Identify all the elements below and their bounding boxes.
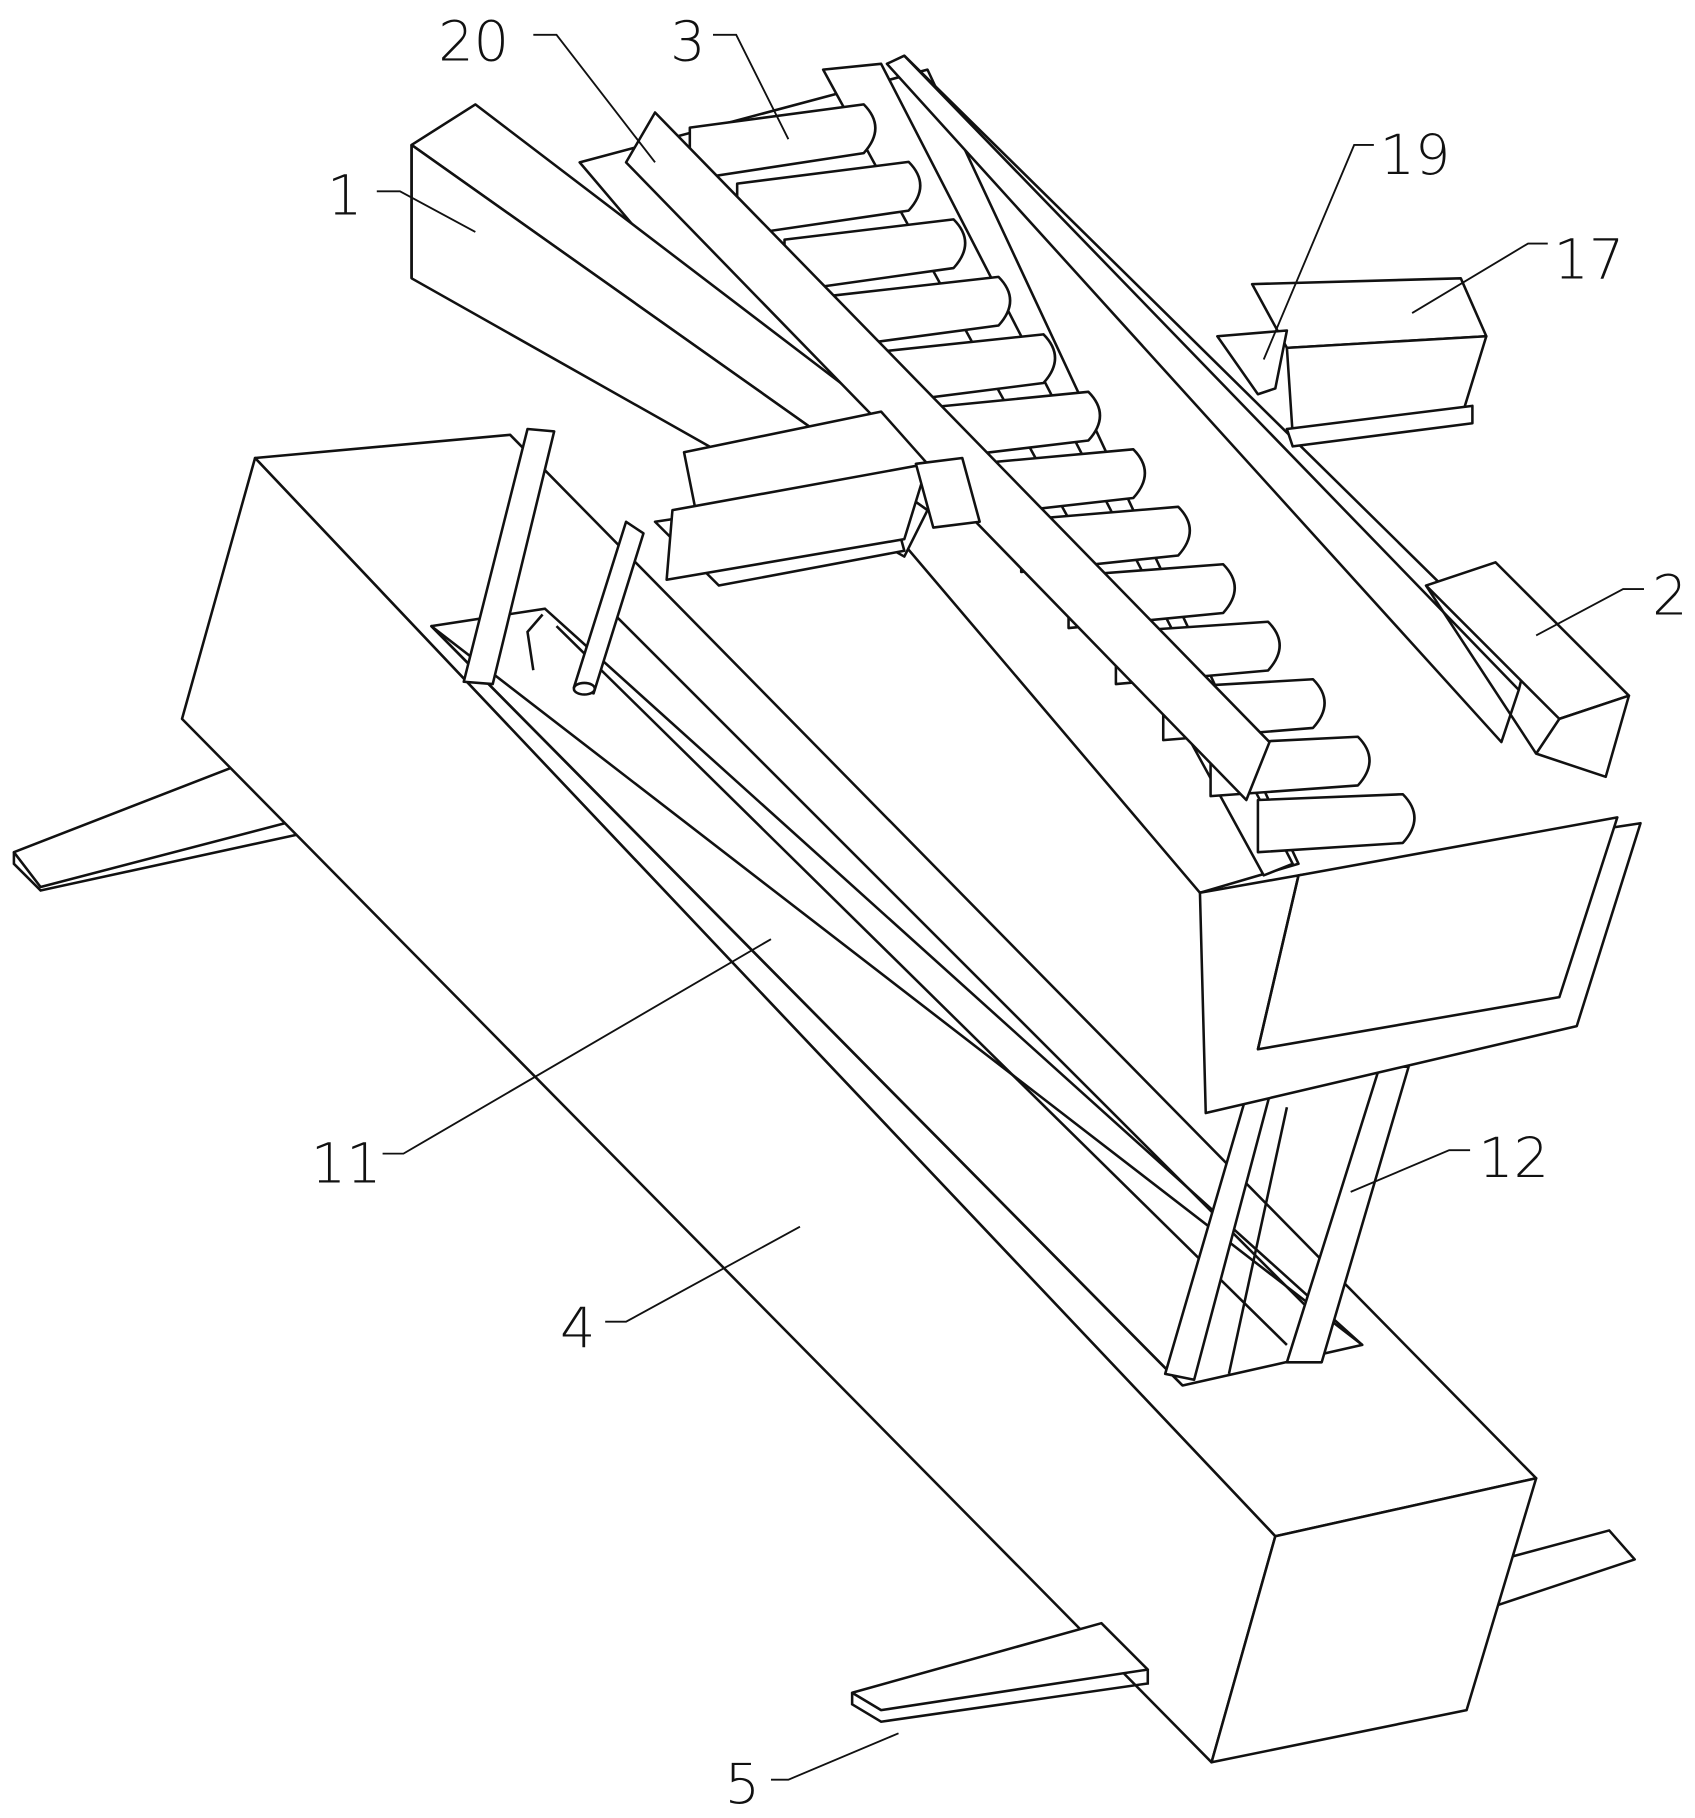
label-12: 12 [1478, 1126, 1549, 1191]
label-2: 2 [1652, 564, 1687, 629]
label-20: 20 [438, 9, 509, 74]
label-1: 1 [327, 164, 362, 229]
base-beam [182, 435, 1536, 1762]
foot-front [852, 1623, 1148, 1722]
label-19: 19 [1380, 123, 1451, 188]
label-5: 5 [725, 1752, 760, 1817]
roller [1258, 794, 1415, 852]
label-11: 11 [311, 1132, 382, 1197]
label-17: 17 [1554, 227, 1625, 292]
label-3: 3 [670, 9, 705, 74]
label-4: 4 [560, 1296, 595, 1361]
